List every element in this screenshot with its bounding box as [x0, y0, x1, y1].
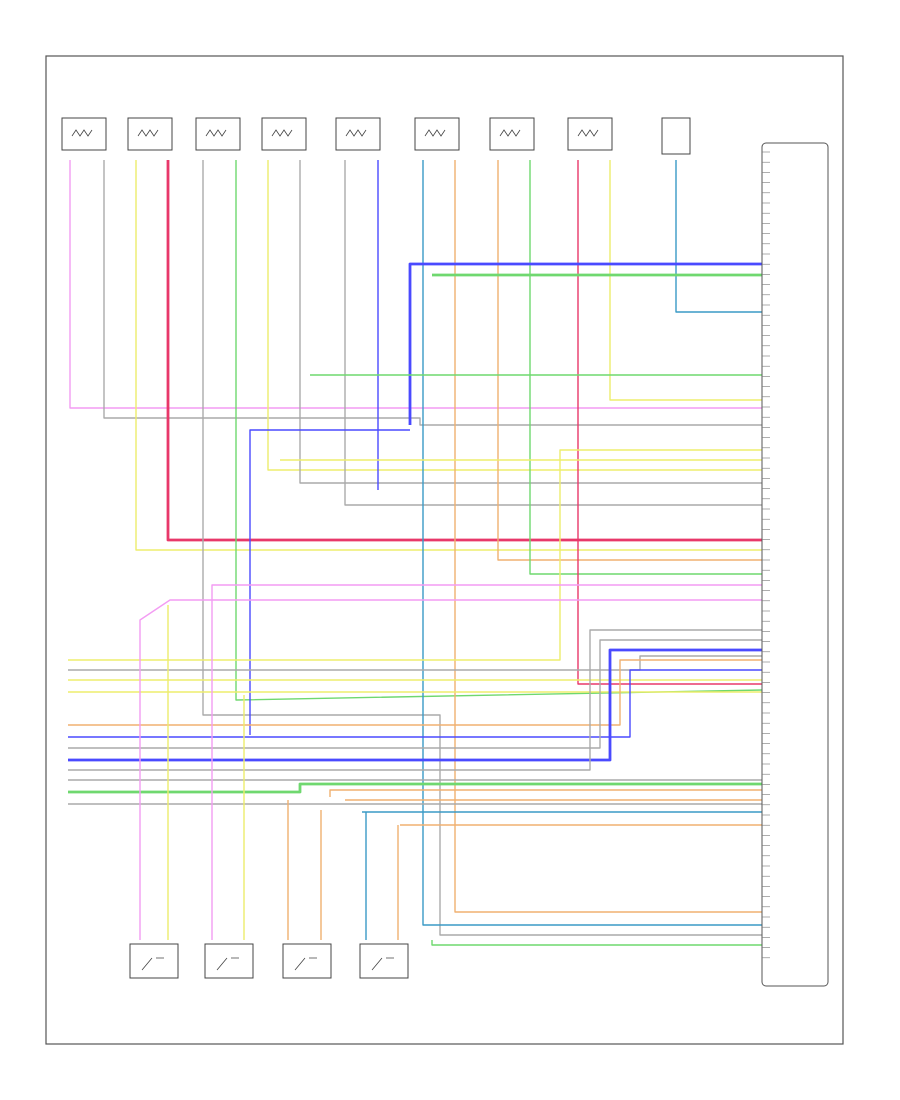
left-h-5	[68, 659, 762, 726]
low-green	[431, 940, 762, 946]
orange-1	[329, 789, 762, 797]
t7-wire-b	[529, 160, 762, 575]
sensor-body	[261, 117, 307, 151]
bottom-components	[129, 943, 409, 979]
switch-symbol	[141, 957, 164, 971]
left-h-2	[68, 655, 762, 671]
switch-body	[204, 943, 254, 979]
top-component-7	[489, 117, 535, 151]
bottom-component-3	[282, 943, 332, 979]
switch-body	[129, 943, 179, 979]
top-component-2	[127, 117, 173, 151]
sensor-body	[414, 117, 460, 151]
sensor-symbol	[271, 129, 293, 137]
t1-wire-b	[103, 160, 762, 426]
switch-symbol	[294, 957, 317, 971]
bottom-component-2	[204, 943, 254, 979]
left-h-1	[68, 449, 762, 661]
control-module	[761, 142, 829, 987]
sensor-body	[195, 117, 241, 151]
t9-wire	[675, 160, 762, 313]
bus-blue-mid	[249, 429, 410, 735]
left-h-6	[68, 669, 762, 738]
sensor-symbol	[137, 129, 159, 137]
t2-wire-b	[166, 160, 762, 542]
left-h-7	[68, 639, 762, 749]
switch-symbol	[371, 957, 394, 971]
switch-body	[359, 943, 409, 979]
module-body	[761, 142, 829, 987]
top-component-6	[414, 117, 460, 151]
left-h-9	[68, 629, 762, 771]
t3-wire-a	[202, 160, 762, 936]
top-component-5	[335, 117, 381, 151]
switch-body	[282, 943, 332, 979]
left-h-8	[68, 648, 762, 762]
t4-wire-b	[299, 160, 762, 484]
t3-wire-b	[235, 160, 763, 701]
b1-wire-a	[139, 599, 762, 940]
sensor-body	[567, 117, 613, 151]
sensor-body	[127, 117, 173, 151]
sensor-symbol	[345, 129, 367, 137]
top-component-1	[61, 117, 107, 151]
t2-wire-a	[135, 160, 762, 551]
left-h-11	[68, 782, 762, 794]
t8-wire-a	[577, 160, 762, 685]
sensor-symbol	[499, 129, 521, 137]
t4-wire-a	[267, 160, 762, 471]
bus-blue-top	[408, 262, 762, 425]
t6-wire-b	[454, 160, 762, 913]
sensor-body	[489, 117, 535, 151]
b2-wire-a	[211, 584, 762, 940]
switch-symbol	[216, 957, 239, 971]
top-component-4	[261, 117, 307, 151]
sensor-body	[661, 117, 691, 155]
t6-wire-a	[422, 160, 762, 926]
module-pins	[762, 151, 770, 959]
sensor-symbol	[424, 129, 446, 137]
top-components	[61, 117, 691, 155]
sensor-body	[61, 117, 107, 151]
t1-wire-a	[69, 160, 762, 409]
sensor-symbol	[205, 129, 227, 137]
sensor-symbol	[71, 129, 93, 137]
t7-wire-a	[497, 160, 762, 561]
t8-wire-b	[609, 160, 762, 401]
wire-harness	[68, 160, 763, 946]
bottom-component-4	[359, 943, 409, 979]
top-component-8	[567, 117, 613, 151]
sensor-body	[335, 117, 381, 151]
top-component-3	[195, 117, 241, 151]
diagram-frame	[45, 55, 844, 1045]
bottom-component-1	[129, 943, 179, 979]
top-component-9	[661, 117, 691, 155]
t5-wire-a	[344, 160, 762, 506]
sensor-symbol	[577, 129, 599, 137]
